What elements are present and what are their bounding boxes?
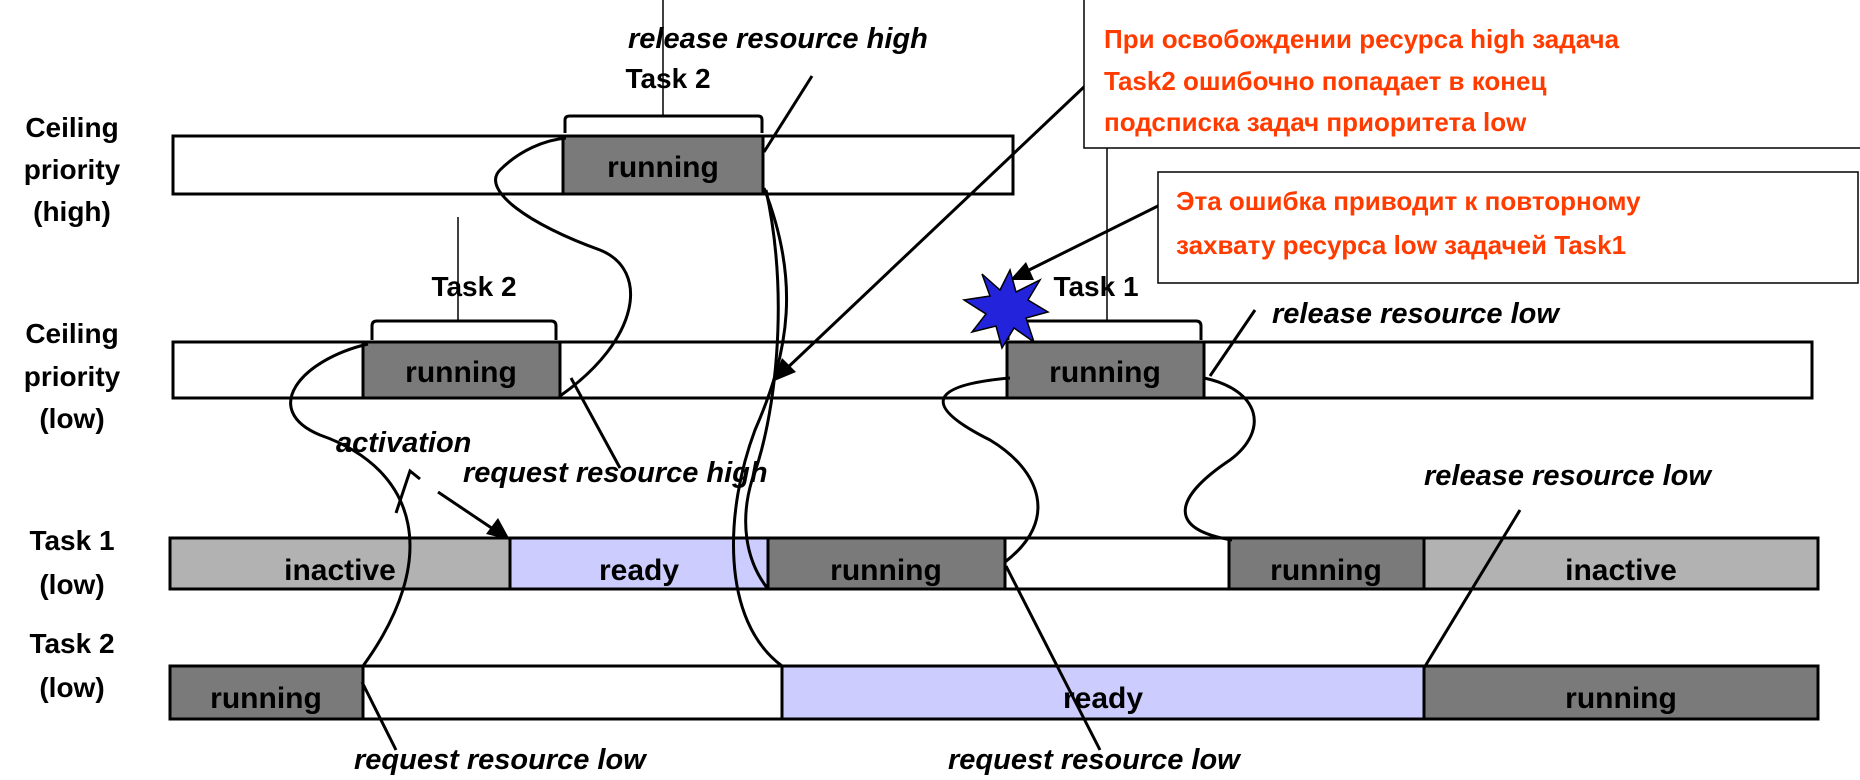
ceiling-low-running-label-2: running xyxy=(1049,356,1161,389)
task2-running-segment-2 xyxy=(1422,664,1820,721)
row-label-ceiling-low: Ceiling priority (low) xyxy=(24,318,121,434)
svg-text:priority: priority xyxy=(24,154,121,185)
pointer-release-low-lower xyxy=(1422,509,1522,669)
task2-running-label-2: running xyxy=(1565,682,1677,715)
annotation-request-high: request resource high xyxy=(463,457,768,489)
task1-inactive-label-2: inactive xyxy=(1565,554,1677,587)
brace-task1-low xyxy=(1006,319,1203,340)
ceiling-high-bar: running xyxy=(171,134,1015,196)
svg-text:Эта ошибка приводит к повторно: Эта ошибка приводит к повторному xyxy=(1176,186,1641,216)
label-task2-low: Task 2 xyxy=(431,271,516,302)
row-label-task2: Task 2 (low) xyxy=(29,628,114,703)
annotation-request-low-right: request resource low xyxy=(948,744,1242,776)
annotation-request-low-left: request resource low xyxy=(354,744,648,776)
task1-ready-segment xyxy=(508,536,770,591)
pointer-request-high xyxy=(569,377,622,469)
flow-release-low-task1 xyxy=(1183,376,1256,542)
svg-text:(low): (low) xyxy=(39,569,104,600)
task1-running-label-2: running xyxy=(1270,554,1382,587)
task1-running-segment-1 xyxy=(766,536,1007,591)
task1-inactive-segment-1 xyxy=(168,536,512,591)
arrow-activation-head xyxy=(486,518,510,540)
pointer-request-low-right xyxy=(1004,565,1102,751)
svg-text:Task 1: Task 1 xyxy=(29,525,114,556)
pointer-release-low-upper xyxy=(1208,309,1257,377)
callout-second: Эта ошибка приводит к повторному захвату… xyxy=(1157,171,1859,284)
svg-text:priority: priority xyxy=(24,361,121,392)
brace-task2-low xyxy=(370,319,558,340)
annotation-release-low-upper: release resource low xyxy=(1272,298,1561,330)
task1-running-segment-2 xyxy=(1227,536,1426,591)
flow-release-high-task2 xyxy=(732,187,789,668)
annotation-release-low-lower: release resource low xyxy=(1424,460,1713,492)
label-task2-high: Task 2 xyxy=(625,63,710,94)
flow-task2-to-high xyxy=(494,136,633,398)
task1-bar: inactive ready running running inactive xyxy=(168,536,1820,591)
task2-running-label-1: running xyxy=(210,682,322,715)
svg-text:(high): (high) xyxy=(33,196,111,227)
row-label-ceiling-high: Ceiling priority (high) xyxy=(24,112,121,227)
task1-inactive-segment-2 xyxy=(1422,536,1820,591)
svg-text:При освобождении ресурса high: При освобождении ресурса high задача xyxy=(1104,24,1620,54)
flow-release-high-task1 xyxy=(744,189,780,590)
ceiling-low-running-segment-2 xyxy=(1005,340,1206,400)
svg-text:Ceiling: Ceiling xyxy=(25,318,118,349)
callout-top: При освобождении ресурса high задача Tas… xyxy=(1083,0,1860,149)
task2-bar: running ready running xyxy=(168,664,1820,721)
task2-ready-label: ready xyxy=(1063,682,1143,715)
pointer-release-high xyxy=(762,75,814,153)
arrow-callout-star-head xyxy=(1010,262,1034,280)
task1-empty-segment xyxy=(1003,536,1231,591)
ceiling-low-running-label-1: running xyxy=(405,356,517,389)
row-label-task1: Task 1 (low) xyxy=(29,525,114,600)
svg-text:захвату ресурса low задачей Ta: захвату ресурса low задачей Task1 xyxy=(1176,230,1626,260)
svg-text:Ceiling: Ceiling xyxy=(25,112,118,143)
pointer-request-low-left xyxy=(360,681,398,751)
brace-task2-high xyxy=(563,114,764,133)
arrow-callout-top-head xyxy=(772,358,796,382)
annotation-activation: activation xyxy=(336,427,471,459)
flow-task1-to-low xyxy=(941,376,1040,564)
ceiling-low-bar: running running xyxy=(171,340,1814,400)
svg-text:подсписка задач приоритета low: подсписка задач приоритета low xyxy=(1104,107,1527,137)
svg-text:Task2 ошибочно попадает в коне: Task2 ошибочно попадает в конец xyxy=(1104,66,1546,96)
ceiling-high-running-label: running xyxy=(607,151,719,184)
task2-empty-segment xyxy=(361,664,784,721)
svg-text:Task 2: Task 2 xyxy=(29,628,114,659)
svg-text:(low): (low) xyxy=(39,672,104,703)
collision-star-icon xyxy=(961,267,1050,350)
arrow-callout-top xyxy=(781,66,1106,374)
task1-inactive-label-1: inactive xyxy=(284,554,396,587)
label-task1-low: Task 1 xyxy=(1053,271,1138,302)
pointer-activation xyxy=(394,468,421,514)
arrow-callout-star xyxy=(1024,198,1171,274)
ceiling-high-running-segment xyxy=(561,134,765,196)
task2-ready-segment xyxy=(780,664,1426,721)
task1-running-label-1: running xyxy=(830,554,942,587)
annotation-release-high: release resource high xyxy=(628,23,928,55)
task1-ready-label: ready xyxy=(599,554,679,587)
ceiling-low-running-segment-1 xyxy=(361,340,562,400)
svg-text:(low): (low) xyxy=(39,403,104,434)
flow-task2-start xyxy=(289,342,412,667)
